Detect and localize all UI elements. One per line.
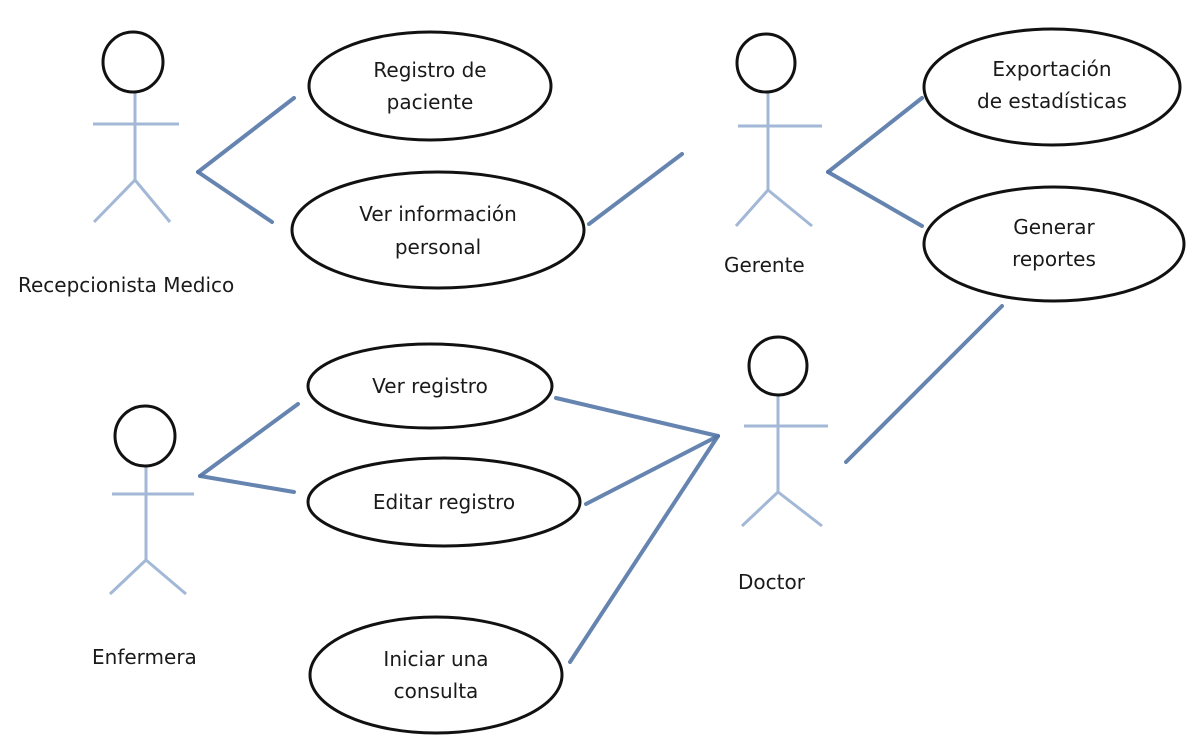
assoc-doctor-ver-registro — [554, 396, 720, 438]
actor-leg-right — [133, 179, 172, 223]
usecase-ellipse — [307, 30, 553, 142]
usecase-registro-paciente: Registro de paciente — [307, 30, 553, 142]
usecase-line: Ver información — [359, 202, 517, 226]
usecase-editar-registro: Editar registro — [306, 456, 582, 548]
actor-label-doctor: Doctor — [738, 570, 806, 594]
usecase-line: personal — [395, 235, 481, 259]
usecase-line: Ver registro — [372, 374, 488, 398]
usecase-line: reportes — [1012, 247, 1096, 271]
usecase-exportacion: Exportación de estadísticas — [922, 27, 1182, 147]
actor-head — [747, 335, 809, 397]
actor-label-enfermera: Enfermera — [92, 645, 197, 669]
usecase-line: Generar — [1013, 215, 1095, 239]
usecase-line: Registro de — [373, 58, 486, 82]
usecase-ellipse — [306, 342, 554, 430]
usecase-ellipse — [922, 185, 1186, 303]
actor-leg-right — [145, 558, 187, 596]
usecase-line: Exportación — [992, 57, 1111, 81]
actor-gerente — [734, 32, 822, 228]
usecase-line: Editar registro — [373, 490, 515, 514]
usecase-line: de estadísticas — [977, 89, 1127, 113]
assoc-recepcionista-registro — [196, 96, 296, 174]
assoc-gerente-ver-info — [587, 152, 684, 226]
usecase-line: paciente — [387, 90, 474, 114]
actor-leg-left — [92, 178, 137, 224]
assoc-enfermera-ver-registro — [198, 402, 300, 478]
usecase-ellipse — [306, 456, 582, 548]
actor-enfermera — [108, 404, 194, 596]
actor-head — [735, 32, 797, 94]
actor-leg-right — [777, 490, 823, 528]
usecase-ellipse — [922, 27, 1182, 147]
assoc-doctor-iniciar-consulta — [568, 434, 720, 664]
assoc-gerente-reportes — [826, 170, 924, 228]
actor-leg-left — [740, 490, 780, 528]
usecase-ver-registro: Ver registro — [306, 342, 554, 430]
assoc-recepcionista-ver-info — [196, 170, 274, 224]
usecase-ver-informacion: Ver información personal — [290, 170, 586, 290]
assoc-doctor-reportes — [844, 304, 1004, 464]
actor-leg-left — [734, 189, 770, 227]
assoc-doctor-editar-registro — [584, 434, 720, 506]
actor-label-gerente: Gerente — [724, 253, 805, 277]
actor-doctor — [740, 335, 828, 528]
usecase-line: Iniciar una — [383, 647, 488, 671]
usecase-ellipse — [308, 615, 564, 735]
actor-leg-left — [108, 558, 148, 596]
assoc-gerente-exportacion — [826, 96, 924, 174]
actor-recepcionista — [92, 30, 179, 224]
actor-label-recepcionista: Recepcionista Medico — [18, 273, 234, 297]
usecase-ellipse — [290, 170, 586, 290]
actor-leg-right — [767, 188, 813, 228]
usecase-generar-reportes: Generar reportes — [922, 185, 1186, 303]
usecase-line: consulta — [394, 679, 479, 703]
actor-head — [113, 404, 177, 468]
assoc-enfermera-editar-registro — [198, 474, 296, 494]
usecase-iniciar-consulta: Iniciar una consulta — [308, 615, 564, 735]
associations — [196, 96, 1004, 664]
actor-head — [101, 30, 165, 94]
